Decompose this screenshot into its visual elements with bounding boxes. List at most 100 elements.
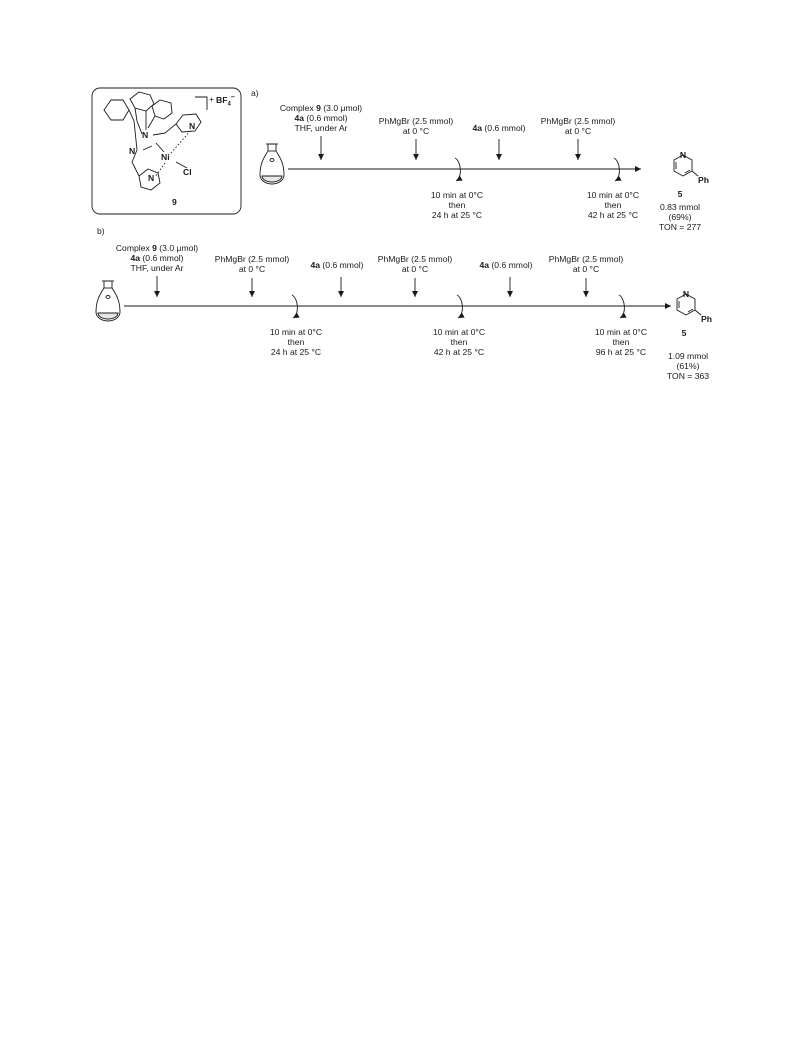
stir-icon [456,294,465,319]
label-run: 10 min at 0°C [587,190,639,200]
label-run: 24 h at 25 °C [271,347,321,357]
step-text: Complex 9 (3.0 μmol) 4a (0.6 mmol)THF, un… [116,243,198,273]
label-run: (0.6 mmol) [489,260,533,270]
stir-icon [618,294,627,319]
label-run: 9 [316,103,321,113]
label-run: 4a [130,253,140,263]
product-yield: (61%) [677,361,700,371]
counterion-charge: – [231,94,235,101]
step-text: PhMgBr (2.5 mmol)at 0 °C [379,116,454,136]
label-run: (0.6 mmol) [320,260,364,270]
label-run: at 0 °C [565,126,591,136]
label-run: then [605,200,622,210]
label-run: at 0 °C [403,126,429,136]
product-substituent: Ph [701,314,712,324]
label-run: 42 h at 25 °C [588,210,638,220]
step-add-phmgbr: PhMgBr (2.5 mmol)at 0 °C [378,254,453,297]
label-run: PhMgBr (2.5 mmol) [541,116,616,126]
label-run: at 0 °C [573,264,599,274]
step-add-phmgbr: PhMgBr (2.5 mmol)at 0 °C [549,254,624,297]
scheme-b: b) Complex 9 (3.0 μmol)4a (0.6 mmol)THF,… [95,226,712,381]
product-yield: (69%) [669,212,692,222]
step-text: 4a (0.6 mmol) [310,260,363,270]
counterion: BF4– [216,94,235,108]
label-run: 96 h at 25 °C [596,347,646,357]
step-text: PhMgBr (2.5 mmol)at 0 °C [378,254,453,274]
label-run: PhMgBr (2.5 mmol) [378,254,453,264]
step-text: Complex 9 (3.0 μmol)4a (0.6 mmol)THF, un… [280,103,362,133]
flask-icon [95,280,121,322]
atom-label: N [148,173,154,183]
product-ton: TON = 363 [667,371,709,381]
label-run: (0.6 mmol) [304,113,348,123]
step-text: 4a (0.6 mmol) [472,123,525,133]
complex-9-structure [103,91,208,191]
label-run: 4a [310,260,320,270]
label-run: then [613,337,630,347]
product-5-structure: N Ph [676,289,712,324]
label-run: then [449,200,466,210]
flask-icon [259,143,285,185]
stir-icon [454,157,463,182]
label-run: THF, under Ar [130,263,183,273]
label-run: (0.6 mmol) [482,123,526,133]
label-run: Complex [280,103,316,113]
step-add-complex: Complex 9 (3.0 μmol)4a (0.6 mmol)THF, un… [280,103,362,160]
atom-label: Ni [161,152,170,162]
ring-atom: N [680,150,686,160]
step-add-4a: 4a (0.6 mmol) [479,260,533,297]
product-5-structure: N Ph [673,150,709,185]
step-text: PhMgBr (2.5 mmol)at 0 °C [215,254,290,274]
step-text: PhMgBr (2.5 mmol)at 0 °C [549,254,624,274]
label-run: at 0 °C [402,264,428,274]
step-add-phmgbr: PhMgBr (2.5 mmol)at 0 °C [215,254,290,297]
atom-label: Cl [183,167,192,177]
product-amount: 0.83 mmol [660,202,700,212]
scheme-b-label: b) [97,226,105,236]
atom-label: N [129,146,135,156]
product-number: 5 [678,189,683,199]
label-run: 10 min at 0°C [595,327,647,337]
complex-frame [91,87,242,215]
label-run: Complex [116,243,152,253]
stir-icon [613,157,622,182]
label-run: at 0 °C [239,264,265,274]
label-run: 10 min at 0°C [433,327,485,337]
label-run: 4a [294,113,304,123]
label-run: (0.6 mmol) [140,253,184,263]
atom-label: N [142,130,148,140]
complex-charge: + [209,94,214,104]
counterion-main: BF [216,95,227,105]
product-number: 5 [682,328,687,338]
label-run: (3.0 μmol) [157,243,198,253]
product-substituent: Ph [698,175,709,185]
label-run: PhMgBr (2.5 mmol) [549,254,624,264]
product-ton: TON = 277 [659,222,701,232]
product-amount: 1.09 mmol [668,351,708,361]
atom-label: N [189,121,195,131]
label-run: then [451,337,468,347]
step-text: PhMgBr (2.5 mmol)at 0 °C [541,116,616,136]
step-add-4a: 4a (0.6 mmol) [472,123,526,160]
complex-number: 9 [172,197,177,207]
ring-atom: N [683,289,689,299]
scheme-a: a) Complex 9 (3.0 μmol)4a (0.6 mmol)THF,… [251,88,709,232]
label-run: 4a [479,260,489,270]
label-run: 10 min at 0°C [431,190,483,200]
step-add-phmgbr: PhMgBr (2.5 mmol)at 0 °C [379,116,454,160]
label-run: then [288,337,305,347]
counterion-subscript: 4 [227,102,231,108]
label-run: 24 h at 25 °C [432,210,482,220]
label-run: 42 h at 25 °C [434,347,484,357]
step-text: 4a (0.6 mmol) [479,260,532,270]
label-run: 4a [472,123,482,133]
step-add-phmgbr: PhMgBr (2.5 mmol)at 0 °C [541,116,616,160]
label-run: 9 [152,243,157,253]
step-add-complex: Complex 9 (3.0 μmol) 4a (0.6 mmol)THF, un… [116,243,198,297]
scheme-a-label: a) [251,88,259,98]
